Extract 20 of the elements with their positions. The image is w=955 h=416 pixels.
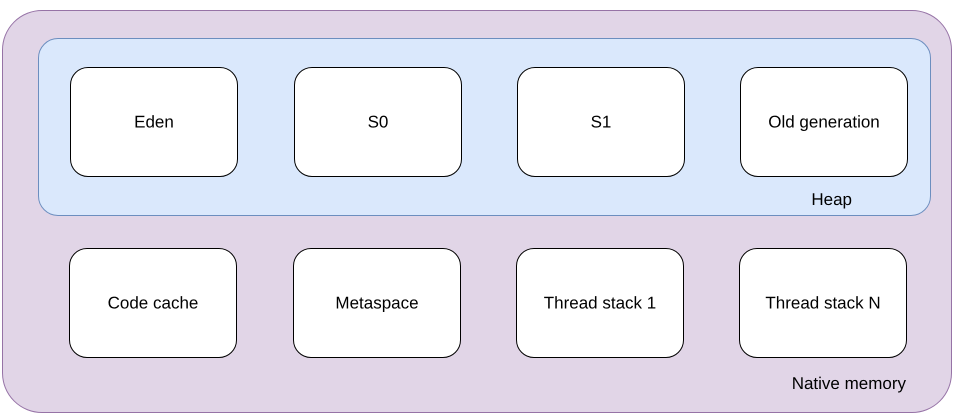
block-label: Eden bbox=[133, 111, 175, 134]
heap-region bbox=[38, 38, 931, 216]
block-label: Thread stack N bbox=[764, 292, 882, 314]
memory-block bbox=[69, 248, 237, 358]
memory-block bbox=[739, 248, 907, 358]
region-label: Heap bbox=[811, 190, 852, 210]
block-label: Old generation bbox=[767, 111, 881, 134]
memory-block bbox=[517, 67, 685, 177]
memory-block bbox=[294, 67, 462, 177]
block-label: S1 bbox=[590, 111, 612, 134]
memory-block bbox=[293, 248, 461, 358]
memory-region bbox=[2, 10, 952, 413]
memory-block bbox=[70, 67, 238, 177]
block-label: Code cache bbox=[106, 292, 200, 314]
block-label: S0 bbox=[366, 111, 390, 134]
memory-block bbox=[740, 67, 908, 177]
block-label: Metaspace bbox=[334, 292, 420, 314]
block-label: Thread stack 1 bbox=[542, 292, 658, 314]
memory-block bbox=[516, 248, 684, 358]
region-label: Native memory bbox=[792, 374, 906, 394]
